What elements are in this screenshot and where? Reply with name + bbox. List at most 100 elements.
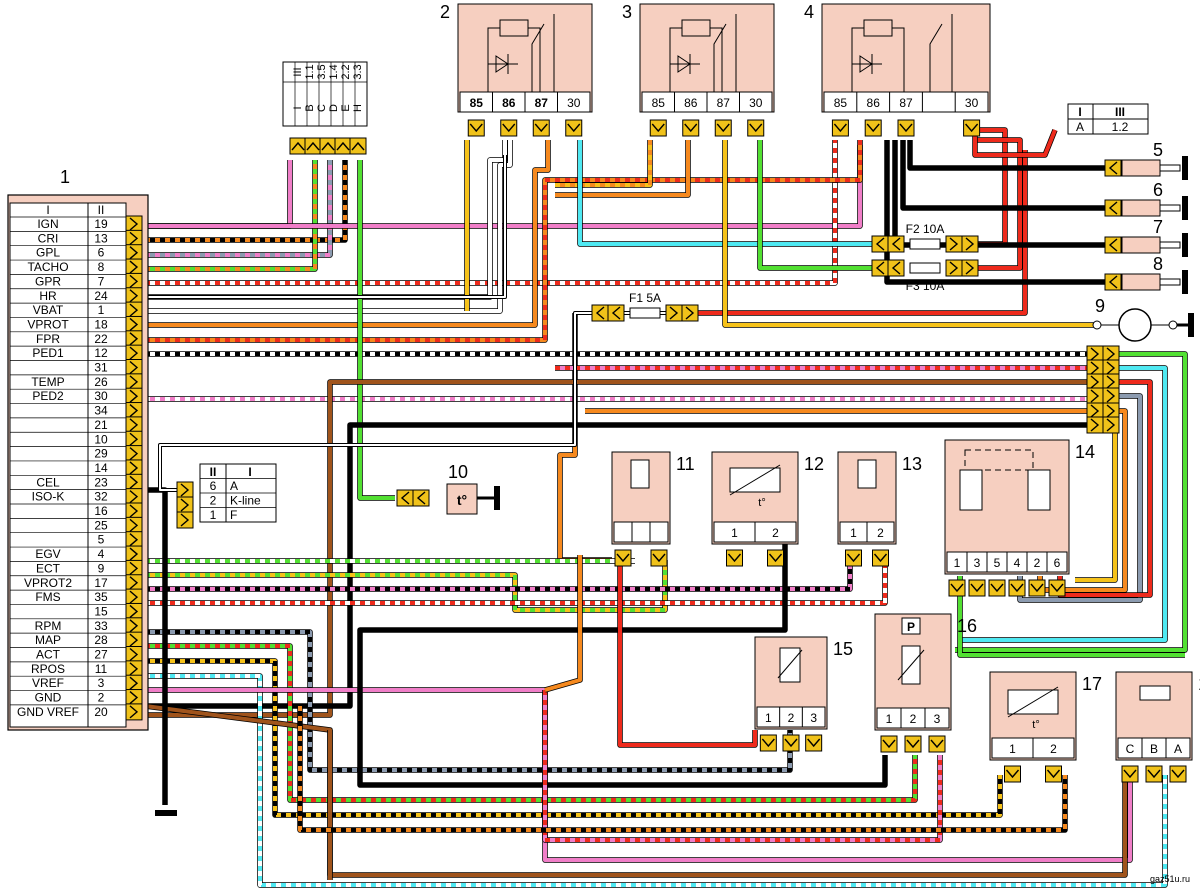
sensor-14-pin-label: 3 (974, 556, 981, 570)
relay-4-coil-line2 (892, 27, 905, 92)
pin-body (125, 244, 143, 262)
relay-4-pin-label: 30 (965, 96, 979, 110)
pin-body (125, 631, 143, 649)
wire-tacho-stripe (145, 160, 317, 271)
ecu-signal-name: VREF (32, 676, 64, 690)
injector-number: 7 (1153, 217, 1163, 237)
sensor-14-pot1 (959, 469, 983, 511)
top-table-header-iii: III (292, 67, 304, 76)
motor-terminal2 (1168, 320, 1178, 330)
pin-chevron (899, 123, 913, 133)
pin-chevron (1090, 347, 1100, 361)
wire-s10-outline (357, 160, 395, 501)
pin-body (125, 359, 143, 376)
ecu-pin-connector (125, 445, 143, 463)
wire-inj-8 (885, 140, 1105, 284)
pin-body (904, 735, 922, 753)
sensor-17-number: 17 (1082, 674, 1102, 694)
pin-chevron (761, 738, 775, 748)
pin-chevron (833, 123, 847, 133)
pin-chevron (685, 306, 695, 320)
pin-body (726, 549, 743, 567)
pin-chevron (1147, 769, 1161, 779)
injector-nozzle (1159, 278, 1181, 286)
pin-chevron (965, 237, 975, 251)
right-connector-pin2 (1102, 416, 1120, 434)
ecu-pin-connector (125, 459, 143, 477)
pin-body (1048, 579, 1066, 597)
sensor-17-slash (1007, 686, 1059, 718)
fuse-f2-body (909, 238, 941, 250)
top-table-pin: B (304, 104, 316, 111)
pin-body (289, 137, 307, 155)
fuse-f2-pin-r (945, 235, 963, 253)
wires-layer (144, 127, 1188, 888)
wire-cyan-14 (960, 366, 1167, 642)
motor-number: 9 (1095, 296, 1105, 316)
wire-rpm-stripe (145, 630, 792, 772)
injector-body (1121, 273, 1161, 291)
ecu-signal-name: MAP (35, 633, 61, 647)
pin-body (591, 304, 609, 322)
pin-chevron (567, 123, 581, 133)
pin-chevron (291, 141, 305, 151)
pin-body (125, 402, 143, 420)
pin-body (1145, 765, 1163, 783)
ecu-signal-name: GPR (35, 274, 61, 288)
ecu-signal-name: FMS (35, 590, 60, 604)
fuse-f1-pin-r2 (681, 304, 699, 322)
pin-chevron (1108, 238, 1118, 252)
wire-red-bus (973, 129, 1057, 157)
ecu-pin-number: 30 (94, 389, 108, 403)
relay-3-pin-connector (682, 119, 700, 137)
ecu-pin-connector (125, 516, 143, 534)
sensor-15-pin-label: 2 (788, 711, 795, 725)
ecu-pin-number: 29 (94, 447, 108, 461)
ecu-pin-connector (125, 215, 143, 233)
ecu-pin-connector (125, 502, 143, 520)
ecu-table (9, 202, 127, 728)
pin-chevron (321, 141, 335, 151)
relay-2-pin-connector (500, 119, 518, 137)
fuse-f3-label: F3 10A (906, 279, 945, 293)
pin-chevron (129, 317, 139, 331)
pin-chevron (784, 738, 798, 748)
sensor-18-pin-label: C (1126, 742, 1135, 756)
sensor-14-pin-label: 2 (1034, 556, 1041, 570)
ecu-pin-number: 7 (98, 274, 105, 288)
ecu-pin-connector (125, 330, 143, 348)
sensor-14-pin-label: 5 (994, 556, 1001, 570)
pin-chevron (129, 231, 139, 245)
relay-2-pin-connector (532, 119, 550, 137)
relay-4-number: 4 (804, 2, 814, 22)
pin-body (1045, 765, 1062, 783)
pin-chevron (129, 389, 139, 403)
ecu-pin-number: 26 (94, 375, 108, 389)
s10-label: t° (457, 492, 467, 508)
pin-chevron (129, 533, 139, 547)
pin-chevron (1106, 347, 1116, 361)
pin-body (125, 229, 143, 247)
pin-body (125, 545, 143, 563)
ecu-pin-connector (125, 301, 143, 319)
sensor-11-pin-strip (613, 521, 669, 543)
injector-pin (1104, 273, 1122, 291)
wire-inj-6 (901, 140, 1105, 210)
relay-4-pin-connector (864, 119, 882, 137)
wire-gnd-sensors (358, 540, 887, 787)
pin-chevron (129, 447, 139, 461)
wire-ect-stripe (145, 560, 667, 612)
pin-body (125, 387, 143, 405)
pin-body (1104, 159, 1122, 177)
injector-number: 6 (1153, 180, 1163, 200)
fuse-f1-pin-r (665, 304, 683, 322)
pin-body (961, 259, 979, 277)
sensor-13-number: 13 (902, 454, 922, 474)
pin-chevron (684, 123, 698, 133)
wire-s11-feed-outline (557, 313, 612, 563)
injector-ground (1182, 196, 1188, 220)
top-table-header-i: I (292, 106, 304, 109)
fuse-f3-pin-r (945, 259, 963, 277)
sensor-14-pot2 (1027, 469, 1051, 511)
